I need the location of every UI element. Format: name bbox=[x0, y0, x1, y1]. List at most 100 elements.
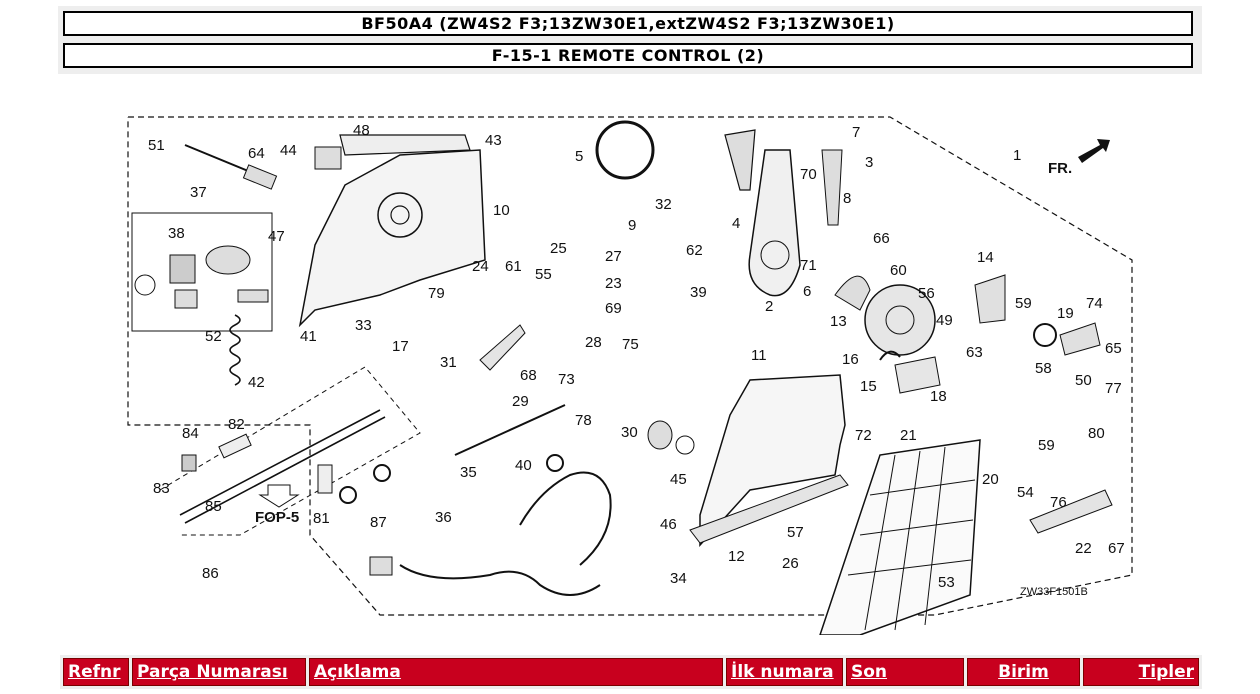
label-8: 8 bbox=[843, 190, 851, 207]
label-7: 7 bbox=[852, 124, 860, 141]
label-16: 16 bbox=[842, 351, 859, 368]
model-title: BF50A4 (ZW4S2 F3;13ZW30E1,extZW4S2 F3;13… bbox=[63, 11, 1193, 36]
label-51: 51 bbox=[148, 137, 165, 154]
label-78a: 78 bbox=[575, 412, 592, 429]
label-66: 66 bbox=[873, 230, 890, 247]
label-21: 21 bbox=[900, 427, 917, 444]
label-38a: 38 bbox=[168, 225, 185, 242]
label-68a: 68 bbox=[520, 367, 537, 384]
label-15: 15 bbox=[860, 378, 877, 395]
label-62: 62 bbox=[686, 242, 703, 259]
label-72: 72 bbox=[855, 427, 872, 444]
label-3: 3 bbox=[865, 154, 873, 171]
label-47: 47 bbox=[268, 228, 285, 245]
label-24: 24 bbox=[472, 258, 489, 275]
label-48: 48 bbox=[353, 122, 370, 139]
column-first-number[interactable]: İlk numara bbox=[726, 658, 843, 686]
section-title: F-15-1 REMOTE CONTROL (2) bbox=[63, 43, 1193, 68]
label-13: 13 bbox=[830, 313, 847, 330]
label-20: 20 bbox=[982, 471, 999, 488]
label-36a: 36 bbox=[435, 509, 452, 526]
label-64: 64 bbox=[248, 145, 265, 162]
reference-label: FOP-5 bbox=[255, 509, 299, 526]
label-61: 61 bbox=[505, 258, 522, 275]
column-refnr[interactable]: Refnr bbox=[63, 658, 129, 686]
label-75: 75 bbox=[622, 336, 639, 353]
label-32: 32 bbox=[655, 196, 672, 213]
label-77: 77 bbox=[1105, 380, 1122, 397]
label-4: 4 bbox=[732, 215, 740, 232]
label-43: 43 bbox=[485, 132, 502, 149]
label-53: 53 bbox=[938, 574, 955, 591]
label-87: 87 bbox=[370, 514, 387, 531]
label-81: 81 bbox=[313, 510, 330, 527]
label-63a: 63 bbox=[966, 344, 983, 361]
column-last[interactable]: Son bbox=[846, 658, 964, 686]
label-45: 45 bbox=[670, 471, 687, 488]
label-67: 67 bbox=[1108, 540, 1125, 557]
label-84: 84 bbox=[182, 425, 199, 442]
label-17a: 17 bbox=[392, 338, 409, 355]
column-description[interactable]: Açıklama bbox=[309, 658, 723, 686]
label-18: 18 bbox=[930, 388, 947, 405]
label-56: 56 bbox=[918, 285, 935, 302]
label-85a: 85 bbox=[205, 498, 222, 515]
label-70: 70 bbox=[800, 166, 817, 183]
label-83a: 83 bbox=[153, 480, 170, 497]
label-41: 41 bbox=[300, 328, 317, 345]
label-23a: 23 bbox=[605, 275, 622, 292]
label-71: 71 bbox=[800, 257, 817, 274]
label-49: 49 bbox=[936, 312, 953, 329]
label-6: 6 bbox=[803, 283, 811, 300]
label-39: 39 bbox=[690, 284, 707, 301]
column-part-number[interactable]: Parça Numarası bbox=[132, 658, 306, 686]
label-55a: 55 bbox=[535, 266, 552, 283]
label-30: 30 bbox=[621, 424, 638, 441]
label-82: 82 bbox=[228, 416, 245, 433]
title-panel: BF50A4 (ZW4S2 F3;13ZW30E1,extZW4S2 F3;13… bbox=[58, 6, 1202, 74]
label-35: 35 bbox=[460, 464, 477, 481]
label-58: 58 bbox=[1035, 360, 1052, 377]
label-31: 31 bbox=[440, 354, 457, 371]
label-79a: 79 bbox=[428, 285, 445, 302]
label-34: 34 bbox=[670, 570, 687, 587]
label-76: 76 bbox=[1050, 494, 1067, 511]
label-5: 5 bbox=[575, 148, 583, 165]
label-11: 11 bbox=[751, 347, 767, 364]
parts-diagram: FR. FOP-5 51 64 44 48 43 5 7 3 1 70 8 66… bbox=[100, 95, 1160, 636]
parts-diagram-svg: FR. FOP-5 51 64 44 48 43 5 7 3 1 70 8 66… bbox=[127, 116, 1133, 636]
label-14: 14 bbox=[977, 249, 994, 266]
parts-table-header: Refnr Parça Numarası Açıklama İlk numara… bbox=[60, 655, 1202, 689]
label-25: 25 bbox=[550, 240, 567, 257]
label-12: 12 bbox=[728, 548, 745, 565]
label-59a: 59 bbox=[1015, 295, 1032, 312]
label-86a: 86 bbox=[202, 565, 219, 582]
column-unit[interactable]: Birim bbox=[967, 658, 1080, 686]
label-46: 46 bbox=[660, 516, 677, 533]
label-40: 40 bbox=[515, 457, 532, 474]
label-37: 37 bbox=[190, 184, 207, 201]
label-33: 33 bbox=[355, 317, 372, 334]
label-54: 54 bbox=[1017, 484, 1034, 501]
label-59b: 59 bbox=[1038, 437, 1055, 454]
label-19: 19 bbox=[1057, 305, 1074, 322]
label-65: 65 bbox=[1105, 340, 1122, 357]
diagram-code: ZW33F1501B bbox=[1020, 586, 1088, 598]
label-1: 1 bbox=[1013, 147, 1021, 164]
label-22: 22 bbox=[1075, 540, 1092, 557]
label-60: 60 bbox=[890, 262, 907, 279]
label-80: 80 bbox=[1088, 425, 1105, 442]
label-73: 73 bbox=[558, 371, 575, 388]
column-types[interactable]: Tipler bbox=[1083, 658, 1199, 686]
label-42: 42 bbox=[248, 374, 265, 391]
label-27: 27 bbox=[605, 248, 622, 265]
label-29: 29 bbox=[512, 393, 529, 410]
label-74: 74 bbox=[1086, 295, 1103, 312]
label-57a: 57 bbox=[787, 524, 804, 541]
label-26: 26 bbox=[782, 555, 799, 572]
label-9: 9 bbox=[628, 217, 636, 234]
label-44: 44 bbox=[280, 142, 297, 159]
label-28: 28 bbox=[585, 334, 602, 351]
label-2: 2 bbox=[765, 298, 773, 315]
label-52: 52 bbox=[205, 328, 222, 345]
